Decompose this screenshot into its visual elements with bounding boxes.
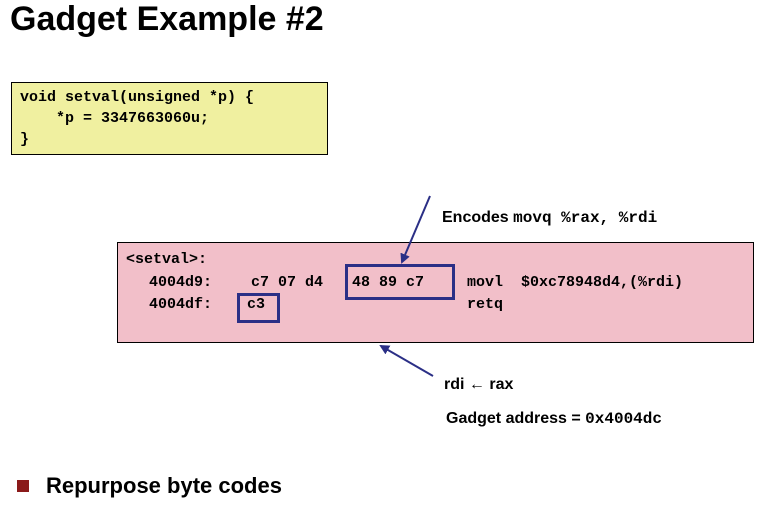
arrow-to-gadget-bytes [400, 195, 431, 264]
highlight-ret-byte [237, 293, 280, 323]
highlight-gadget-bytes [345, 264, 455, 300]
c-code-box: void setval(unsigned *p) { *p = 33476630… [11, 82, 328, 155]
left-arrow-icon: ← [468, 376, 485, 393]
encodes-label: Encodes [442, 209, 509, 226]
encodes-instruction: movq %rax, %rdi [513, 209, 658, 227]
gadget-address-annotation: Gadget address = 0x4004dc [446, 410, 662, 428]
rax-label: rax [489, 376, 514, 393]
asm-address-2: 4004df: [149, 296, 213, 313]
encodes-annotation: Encodes movq %rax, %rdi [442, 209, 657, 227]
arrow-to-assembly-box [379, 345, 434, 377]
slide-title: Gadget Example #2 [10, 0, 324, 38]
gadget-address-value: 0x4004dc [585, 410, 662, 428]
bullet-repurpose: Repurpose byte codes [46, 473, 282, 498]
asm-instruction-2: retq [467, 296, 504, 313]
code-line-3: } [20, 131, 30, 148]
asm-bytes-highlight-2: c3 [247, 296, 266, 313]
rdi-label: rdi [444, 376, 465, 393]
bullet-square-icon [17, 480, 29, 492]
asm-instruction-1: movl $0xc78948d4,(%rdi) [467, 274, 684, 291]
gadget-address-label: Gadget address = [446, 410, 586, 427]
asm-bytes-highlight-1: 48 89 c7 [352, 274, 425, 291]
assembly-box: <setval>: 4004d9: c7 07 d4 48 89 c7 movl… [117, 242, 754, 343]
rdi-rax-annotation: rdi ← rax [444, 376, 513, 394]
asm-bytes-prefix-1: c7 07 d4 [251, 274, 324, 291]
asm-address-1: 4004d9: [149, 274, 213, 291]
asm-function-label: <setval>: [126, 251, 208, 268]
code-line-2: *p = 3347663060u; [20, 110, 210, 127]
code-line-1: void setval(unsigned *p) { [20, 89, 255, 106]
